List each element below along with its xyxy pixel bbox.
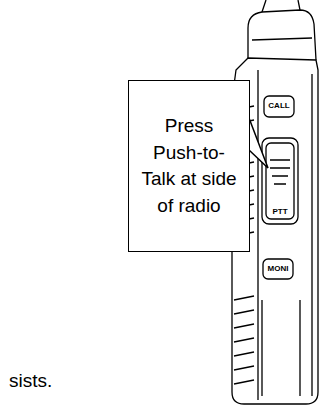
call-button [264,96,294,117]
ptt-button-inner [266,143,294,219]
ptt-button [262,138,298,224]
radio-rib [262,300,300,396]
radio-side-edge [258,70,312,400]
button-label: PTT [272,207,287,216]
button-label: MONI [268,264,289,273]
radio-seam [252,38,312,40]
radio-knob [262,0,300,12]
callout-tail [249,118,268,168]
button-label: CALL [268,101,289,110]
text-fragment: sists. [9,370,52,392]
moni-button [263,259,293,279]
radio-head [248,10,316,60]
callout-box: Press Push-to-Talk at side of radio [128,80,250,252]
callout-text: Press Push-to-Talk at side of radio [129,113,249,219]
ptt-grip-lines [270,160,290,184]
